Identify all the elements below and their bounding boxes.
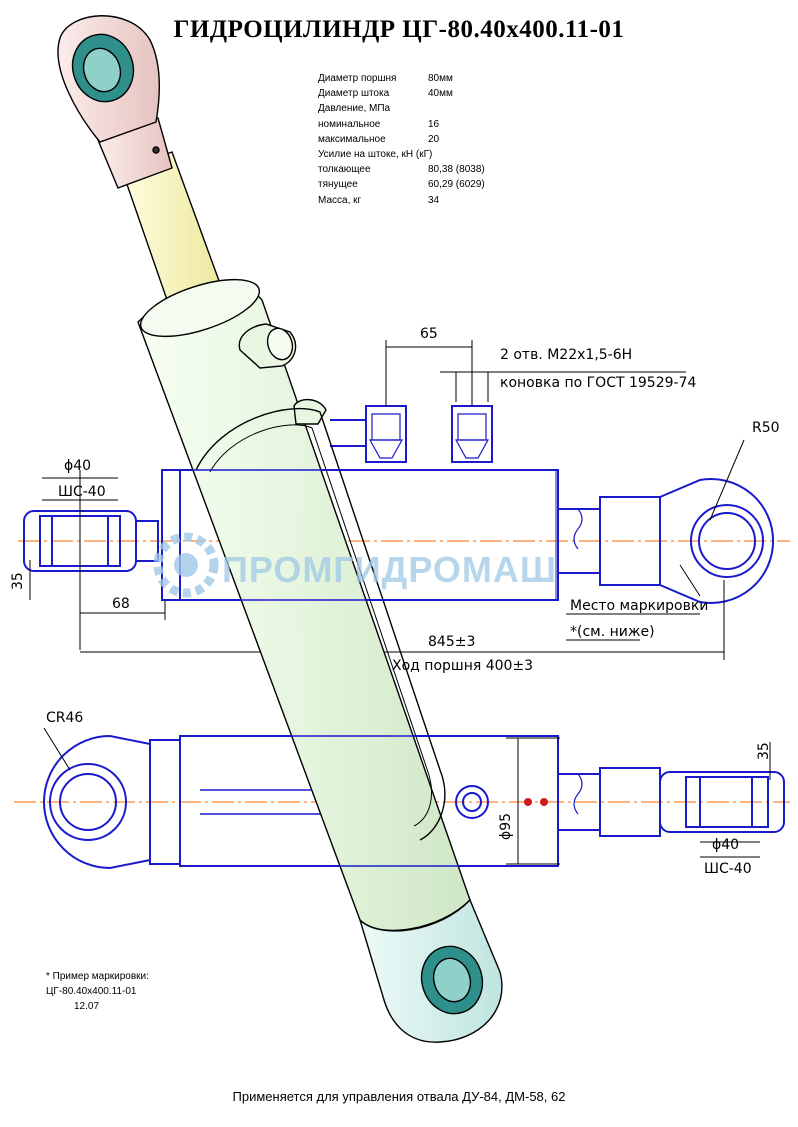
d95-label: ϕ95 xyxy=(498,813,514,840)
marking-place: Место маркировки xyxy=(570,598,708,614)
marking-example-line2: 12.07 xyxy=(74,1001,100,1012)
spec-row: Давление, МПа xyxy=(318,101,485,116)
spec-row: номинальное 16 xyxy=(318,117,485,132)
watermark-text: ПРОМГИДРОМАШ xyxy=(222,549,557,590)
spec-value: 80,38 (8038) xyxy=(428,164,485,176)
bottom-dimensions xyxy=(43,727,771,865)
dim-35-left: 35 xyxy=(10,572,26,590)
spec-label: Диаметр поршня xyxy=(318,73,397,84)
bottom-view xyxy=(14,734,790,870)
spec-row: максимальное 20 xyxy=(318,132,485,147)
spec-label: толкающее xyxy=(318,164,371,176)
spec-label: максимальное xyxy=(318,133,386,145)
spec-label: Усилие на штоке, кН (кГ) xyxy=(318,149,433,161)
cr46-label: СR46 xyxy=(46,710,83,726)
spec-label: тянущее xyxy=(318,179,358,191)
iso-cylinder xyxy=(57,15,503,1043)
dimension-labels: 65 2 отв. М22х1,5-6Н конoвка по ГОСТ 195… xyxy=(10,326,780,877)
spec-row: Усилие на штоке, кН (кГ) xyxy=(318,147,485,162)
d40-top: ϕ40 xyxy=(64,458,91,474)
spec-row: Диаметр поршня 80мм xyxy=(318,71,485,86)
r50-label: R50 xyxy=(752,420,780,436)
spec-value: 40мм xyxy=(428,88,453,100)
dim-65: 65 xyxy=(420,326,438,342)
spec-label: номинальное xyxy=(318,118,381,130)
spec-row: толкающее 80,38 (8038) xyxy=(318,162,485,177)
spec-label: Масса, кг xyxy=(318,194,362,206)
spec-value: 80мм xyxy=(428,73,453,84)
spec-label: Давление, МПа xyxy=(318,103,391,115)
spec-label: Диаметр штока xyxy=(318,88,390,100)
d40-bottom: ϕ40 xyxy=(712,837,739,853)
spec-row: Диаметр штока 40мм xyxy=(318,86,485,101)
stroke-label: Ход поршня 400±3 xyxy=(392,658,533,674)
spec-row: тянущее 60,29 (6029) xyxy=(318,177,485,192)
dim-845: 845±3 xyxy=(428,634,475,650)
shs40-bottom: ШС-40 xyxy=(704,861,752,877)
shs40-top: ШС-40 xyxy=(58,484,106,500)
dim-35-right: 35 xyxy=(756,742,772,760)
watermark: ПРОМГИДРОМАШ xyxy=(153,532,557,598)
spec-value: 20 xyxy=(428,133,440,145)
spec-value: 16 xyxy=(428,118,440,130)
marking-example-header: * Пример маркировки: xyxy=(46,971,149,982)
right-eye-bottom xyxy=(659,771,785,833)
dim-68: 68 xyxy=(112,596,130,612)
spec-value: 60,29 (6029) xyxy=(428,179,485,191)
port-note-2: конoвка по ГОСТ 19529-74 xyxy=(500,375,696,391)
clevis-eye xyxy=(43,734,151,870)
drawing-title: ГИДРОЦИЛИНДР ЦГ-80.40х400.11-01 xyxy=(173,16,625,43)
marking-example-line1: ЦГ-80.40х400.11-01 xyxy=(46,986,137,997)
spec-row: Масса, кг 34 xyxy=(318,193,485,208)
footer-note: Применяется для управления отвала ДУ-84,… xyxy=(232,1089,566,1104)
iso-barrel xyxy=(137,285,471,932)
overlay-lines xyxy=(162,469,558,867)
spec-value: 34 xyxy=(428,194,440,206)
right-eye-outline xyxy=(659,478,775,604)
port-note-1: 2 отв. М22х1,5-6Н xyxy=(500,347,632,363)
right-eye-bore xyxy=(690,504,764,578)
marking-example: * Пример маркировки: ЦГ-80.40х400.11-01 … xyxy=(46,969,149,1014)
marking-ref: *(см. ниже) xyxy=(570,624,655,640)
top-dimensions xyxy=(29,340,745,660)
